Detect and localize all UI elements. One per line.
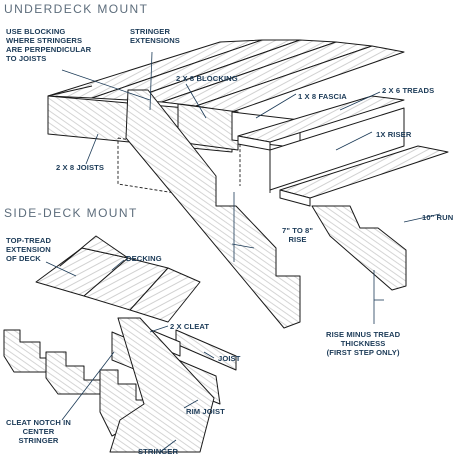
label-top-tread-extension: TOP-TREAD EXTENSION OF DECK <box>6 236 52 263</box>
label-2x8-joists: 2 x 8 JOISTS <box>56 163 105 172</box>
label-stringer-extensions: STRINGER EXTENSIONS <box>130 27 180 45</box>
label-2x-cleat: 2 x CLEAT <box>170 322 210 331</box>
label-cleat-notch: CLEAT NOTCH IN CENTER STRINGER <box>6 418 71 445</box>
heading-side-deck-mount: SIDE-DECK MOUNT <box>4 206 138 220</box>
sidedeck-decking <box>35 235 201 323</box>
leader-lines <box>45 51 441 453</box>
label-rise: 7" to 8" RISE <box>282 226 314 244</box>
label-2x6-treads: 2 x 6 TREADS <box>382 86 435 95</box>
label-decking: DECKING <box>126 254 162 263</box>
underdeck-decking <box>47 39 405 113</box>
label-joist: JOIST <box>218 354 241 363</box>
label-stringer: STRINGER <box>138 447 179 456</box>
underdeck-stringer-front <box>125 89 301 329</box>
label-rise-minus-tread: RISE MINUS TREAD THICKNESS (FIRST STEP O… <box>326 330 401 357</box>
joist <box>175 329 237 371</box>
tread-2-front <box>279 189 311 207</box>
label-rim-joist: RIM JOIST <box>186 407 225 416</box>
label-1x8-fascia: 1 x 8 FASCIA <box>298 92 347 101</box>
label-1x-riser: 1x RISER <box>376 130 412 139</box>
riser-1x <box>269 107 405 191</box>
underdeck-stringer-back <box>311 205 407 291</box>
label-use-blocking: USE BLOCKING WHERE STRINGERS ARE PERPEND… <box>6 27 92 63</box>
label-run: 10" RUN <box>422 213 454 222</box>
sidedeck-stringer-mid <box>45 351 101 395</box>
heading-underdeck-mount: UNDERDECK MOUNT <box>4 2 149 16</box>
label-2x8-blocking: 2 x 8 BLOCKING <box>176 74 238 83</box>
